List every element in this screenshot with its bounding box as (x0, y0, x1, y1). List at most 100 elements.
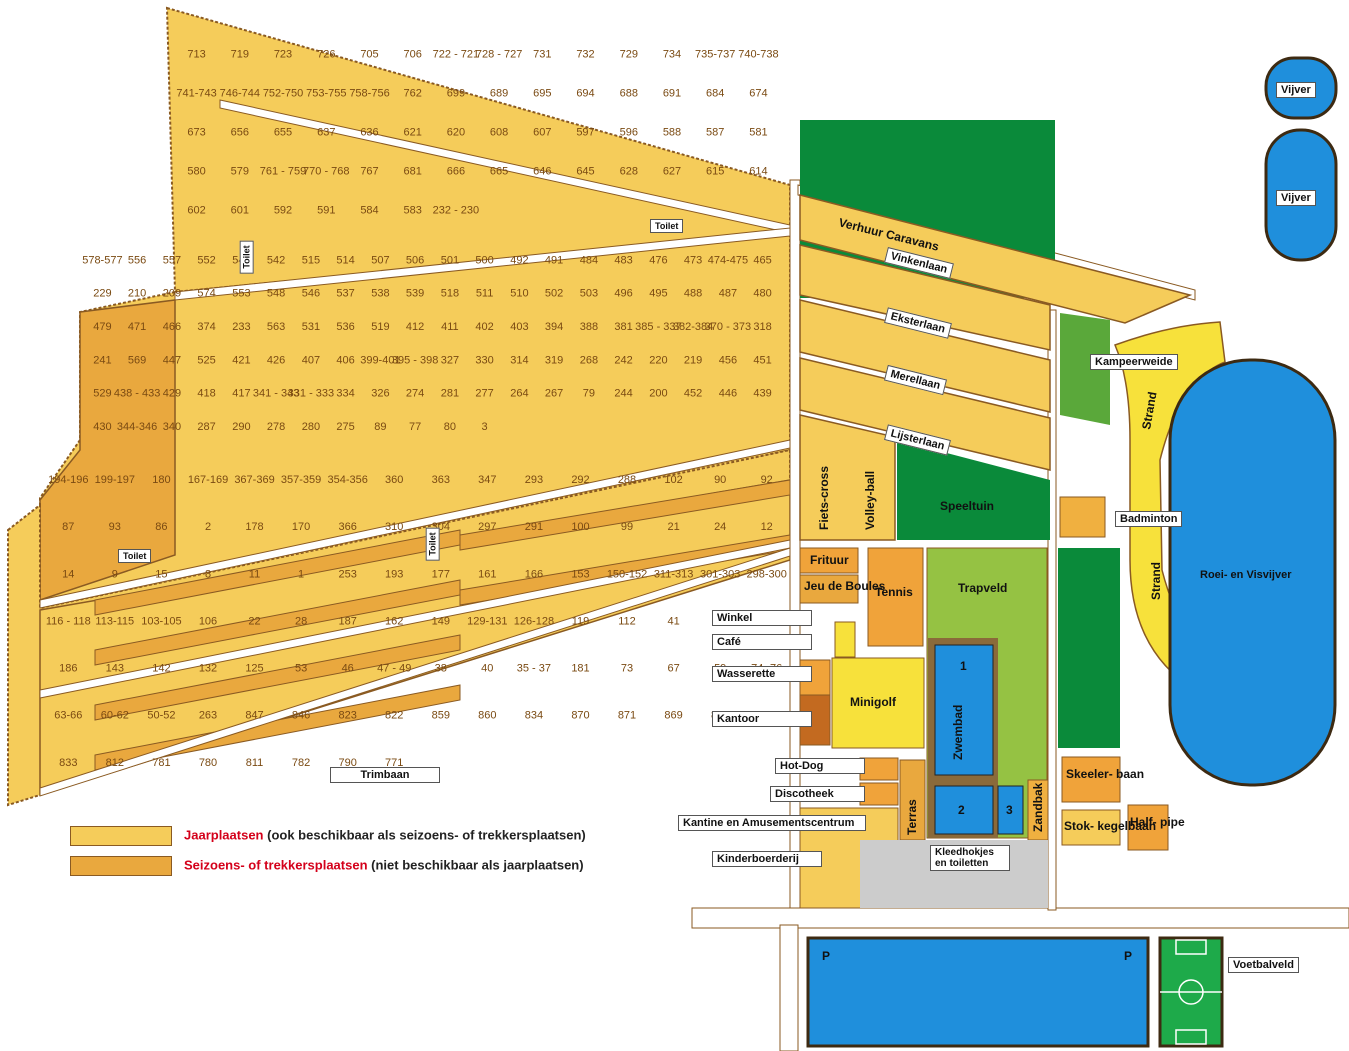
plot-number: 847 (245, 710, 263, 722)
voetbalveld-label: Voetbalveld (1228, 957, 1299, 973)
minigolf-area (831, 657, 925, 749)
plot-number: 614 (749, 165, 767, 177)
plot-number: 438 - 433 (114, 388, 160, 400)
plot-number: 264 (510, 388, 528, 400)
plot-number: 87 (62, 521, 74, 533)
plot-number: 125 (245, 663, 263, 675)
plot-number: 729 (620, 48, 638, 60)
plot-number: 28 (295, 615, 307, 627)
plot-number: 426 (267, 354, 285, 366)
plot-number: 347 (478, 474, 496, 486)
plot-number: 35 - 37 (517, 663, 551, 675)
roei-label: Roei- en Visvijver (1200, 569, 1292, 581)
plot-number: 869 (664, 710, 682, 722)
plot-number: 15 (155, 568, 167, 580)
plot-number: 531 (302, 321, 320, 333)
plot-number: 318 (753, 321, 771, 333)
plot-number: 556 (128, 254, 146, 266)
plot-number: 367-369 (234, 474, 274, 486)
plot-number: 488 (684, 288, 702, 300)
frituur-area (799, 547, 859, 574)
cafe-label: Café (712, 634, 812, 650)
plot-number: 166 (525, 568, 543, 580)
plot-number: 476 (649, 254, 667, 266)
speeltuin-label: Speeltuin (940, 499, 994, 513)
kinderboerderij-label: Kinderboerderij (712, 851, 822, 867)
pool-1-label: 1 (960, 659, 967, 673)
plot-number: 529 (93, 388, 111, 400)
plot-number: 519 (371, 321, 389, 333)
plot-number: 719 (231, 48, 249, 60)
plot-number: 452 (684, 388, 702, 400)
plot-number: 507 (371, 254, 389, 266)
plot-number: 314 (510, 354, 528, 366)
plot-number: 713 (187, 48, 205, 60)
plot-number: 326 (371, 388, 389, 400)
plot-number: 553 (232, 288, 250, 300)
plot-number: 699 (447, 87, 465, 99)
plot-number: 132 (199, 663, 217, 675)
plot-number: 267 (545, 388, 563, 400)
jeu-area (799, 574, 859, 604)
plot-number: 167-169 (188, 474, 228, 486)
plot-number: 102 (664, 474, 682, 486)
plot-number: 366 (339, 521, 357, 533)
plot-number: 465 (753, 254, 771, 266)
plot-number: 430 (93, 421, 111, 433)
winkel-label: Winkel (712, 610, 812, 626)
plot-number: 370 - 373 (705, 321, 751, 333)
plot-number: 846 (292, 710, 310, 722)
jeu-label: Jeu de Boules (804, 579, 886, 593)
plot-number: 194-196 (48, 474, 88, 486)
plot-number: 822 (385, 710, 403, 722)
plot-number: 732 (576, 48, 594, 60)
plot-number: 501 (441, 254, 459, 266)
plot-number: 780 (199, 757, 217, 769)
plot-number: 694 (576, 87, 594, 99)
top-triangle-field (165, 6, 791, 294)
discotheek-label: Discotheek (770, 786, 865, 802)
plot-number: 241 (93, 354, 111, 366)
plot-number: 588 (663, 126, 681, 138)
plot-number: 596 (620, 126, 638, 138)
plot-number: 268 (580, 354, 598, 366)
plot-number: 491 (545, 254, 563, 266)
strand-top-label: Strand (1139, 391, 1159, 431)
plot-number: 280 (302, 421, 320, 433)
plot-number: 439 (753, 388, 771, 400)
plot-number: 557 (163, 254, 181, 266)
plot-number: 331 - 333 (288, 388, 334, 400)
plot-number: 637 (317, 126, 335, 138)
plot-number: 506 (406, 254, 424, 266)
pool-2-label: 2 (958, 803, 965, 817)
plot-number: 275 (336, 421, 354, 433)
plot-number: 274 (406, 388, 424, 400)
parking (806, 936, 1150, 1048)
legend-seizoen: Seizoens- of trekkersplaatsen (niet besc… (70, 856, 584, 876)
plot-number: 330 (475, 354, 493, 366)
plot-number: 277 (475, 388, 493, 400)
plot-number: 24 (714, 521, 726, 533)
plot-number: 578-577 (82, 254, 122, 266)
plot-number: 563 (267, 321, 285, 333)
plot-number: 601 (231, 204, 249, 216)
plot-number: 681 (404, 165, 422, 177)
plot-number: 187 (339, 615, 357, 627)
plot-number: 12 (761, 521, 773, 533)
plot-number: 253 (339, 568, 357, 580)
wasserette-label: Wasserette (712, 666, 812, 682)
kampeerweide-label: Kampeerweide (1090, 354, 1178, 370)
plot-number: 291 (525, 521, 543, 533)
plot-number: 112 (618, 615, 636, 627)
plot-number: 180 (152, 474, 170, 486)
plot-number: 11 (249, 568, 260, 580)
plot-number: 770 - 768 (303, 165, 349, 177)
plot-number: 446 (719, 388, 737, 400)
plot-number: 63-66 (54, 710, 82, 722)
parking-label-left: P (822, 949, 830, 963)
plot-number: 382-384 (673, 321, 713, 333)
plot-number: 80 (444, 421, 456, 433)
plot-number: 406 (336, 354, 354, 366)
trapveld-label: Trapveld (958, 581, 1007, 595)
